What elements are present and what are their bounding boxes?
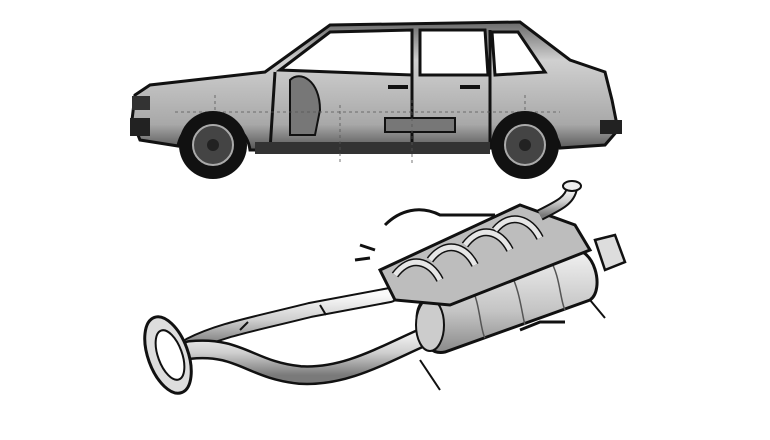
inlet-flange bbox=[143, 315, 193, 395]
exhaust-system bbox=[143, 180, 627, 395]
bumper-front bbox=[130, 118, 150, 136]
dimension-lines bbox=[175, 95, 560, 165]
headlight bbox=[132, 96, 150, 110]
bumper-rear bbox=[600, 120, 622, 134]
car-side-view bbox=[130, 20, 622, 179]
sill bbox=[255, 142, 490, 154]
catalytic-converter bbox=[415, 248, 599, 354]
front-wheel bbox=[179, 111, 247, 179]
outlet-flange bbox=[562, 180, 582, 192]
heat-shield-brackets bbox=[239, 299, 606, 391]
rear-wheel bbox=[491, 111, 559, 179]
exhaust-manifold bbox=[377, 203, 627, 307]
interior-seats bbox=[289, 75, 456, 136]
sensor-lines bbox=[354, 208, 565, 332]
